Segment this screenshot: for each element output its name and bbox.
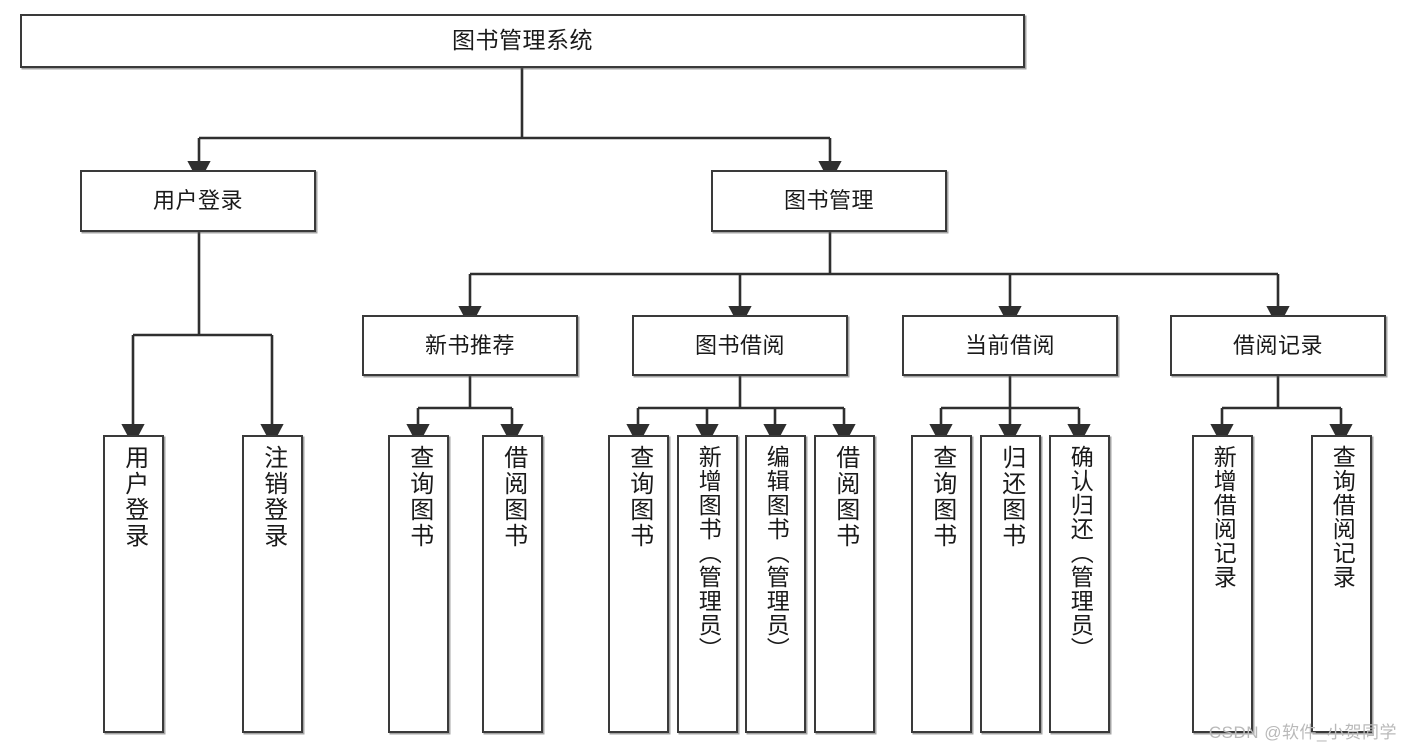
- node-leaf-query-book-1[interactable]: 查询图书: [388, 435, 449, 733]
- node-label: 新书推荐: [424, 332, 515, 358]
- node-leaf-query-borrow-record[interactable]: 查询借阅记录: [1311, 435, 1372, 733]
- node-label: 图书管理系统: [452, 27, 593, 54]
- node-root-system[interactable]: 图书管理系统: [20, 14, 1025, 68]
- node-leaf-query-book-2[interactable]: 查询图书: [608, 435, 669, 733]
- node-label: 用户登录: [152, 188, 243, 214]
- node-label: 用户登录: [120, 445, 148, 549]
- node-user-login[interactable]: 用户登录: [80, 170, 316, 232]
- node-label: 注销登录: [259, 445, 287, 549]
- node-leaf-borrow-book-2[interactable]: 借阅图书: [814, 435, 875, 733]
- node-leaf-edit-book[interactable]: 编辑图书（管理员）: [745, 435, 806, 733]
- node-leaf-logout-login[interactable]: 注销登录: [242, 435, 303, 733]
- node-label: 图书借阅: [694, 332, 785, 358]
- node-label: 借阅记录: [1232, 332, 1323, 358]
- node-label: 当前借阅: [964, 332, 1055, 358]
- node-current-borrow[interactable]: 当前借阅: [902, 315, 1118, 376]
- node-book-borrow[interactable]: 图书借阅: [632, 315, 848, 376]
- node-leaf-user-login[interactable]: 用户登录: [103, 435, 164, 733]
- node-label: 新增图书（管理员）: [695, 445, 722, 661]
- node-label: 借阅图书: [831, 445, 859, 549]
- node-label: 图书管理: [783, 188, 874, 214]
- node-leaf-confirm-return[interactable]: 确认归还（管理员）: [1049, 435, 1110, 733]
- node-new-book-recommend[interactable]: 新书推荐: [362, 315, 578, 376]
- node-label: 查询图书: [928, 445, 956, 549]
- node-label: 查询图书: [625, 445, 653, 549]
- node-leaf-borrow-book-1[interactable]: 借阅图书: [482, 435, 543, 733]
- node-leaf-add-borrow-record[interactable]: 新增借阅记录: [1192, 435, 1253, 733]
- node-leaf-return-book[interactable]: 归还图书: [980, 435, 1041, 733]
- node-leaf-add-book[interactable]: 新增图书（管理员）: [677, 435, 738, 733]
- node-label: 查询图书: [405, 445, 433, 549]
- node-label: 归还图书: [997, 445, 1025, 549]
- node-leaf-query-book-3[interactable]: 查询图书: [911, 435, 972, 733]
- node-label: 编辑图书（管理员）: [763, 445, 790, 661]
- node-book-manage[interactable]: 图书管理: [711, 170, 947, 232]
- node-label: 确认归还（管理员）: [1067, 445, 1094, 661]
- node-borrow-record[interactable]: 借阅记录: [1170, 315, 1386, 376]
- node-label: 借阅图书: [499, 445, 527, 549]
- node-label: 查询借阅记录: [1329, 445, 1356, 589]
- node-label: 新增借阅记录: [1210, 445, 1237, 589]
